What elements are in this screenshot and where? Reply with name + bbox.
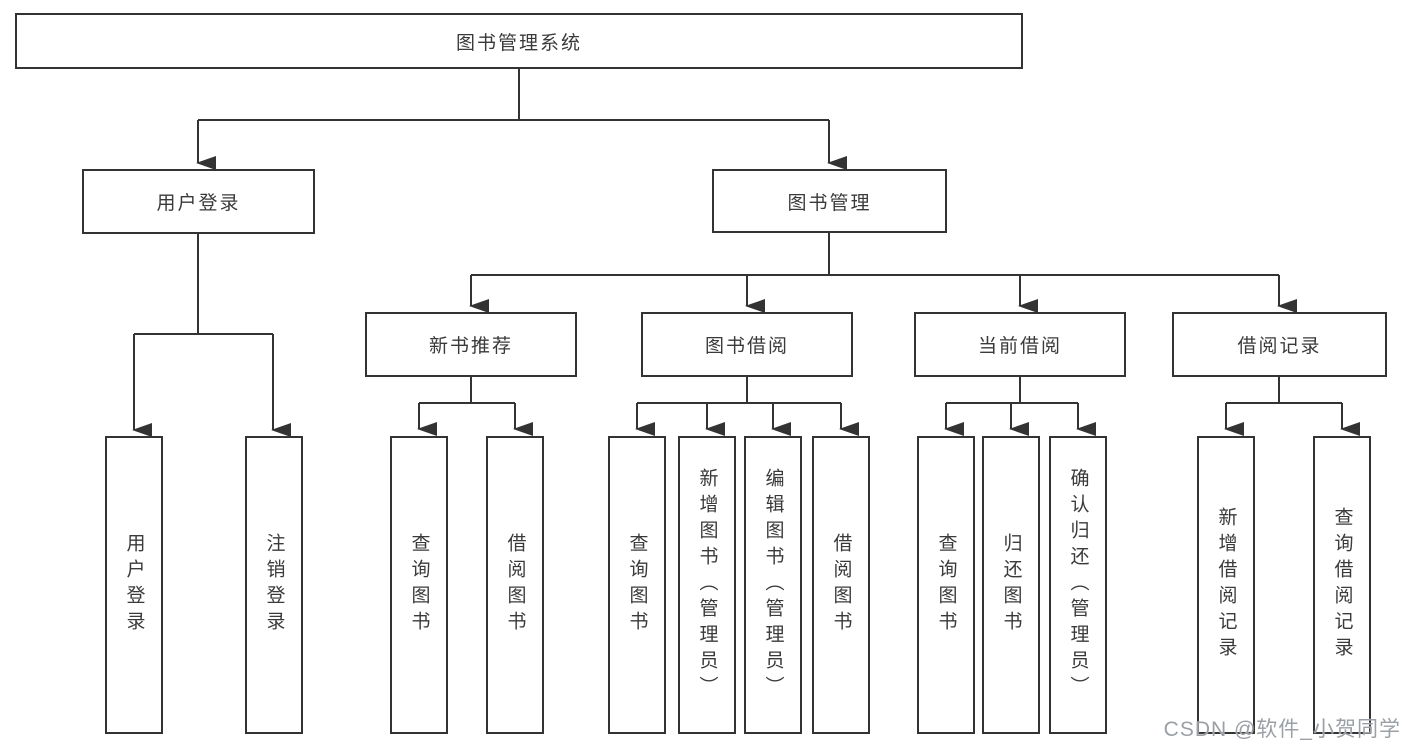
csdn-watermark: CSDN @软件_小贺同学 — [1163, 718, 1401, 741]
leaf-add-book-admin: 新增图书（管理员） — [678, 436, 736, 734]
node-label: 借阅记录 — [1237, 336, 1322, 357]
node-label: 查询图书 — [626, 533, 648, 637]
node-book-management: 图书管理 — [712, 169, 947, 233]
leaf-return-book: 归还图书 — [982, 436, 1040, 734]
node-book-borrow: 图书借阅 — [641, 312, 853, 377]
leaf-user-login: 用户登录 — [105, 436, 163, 734]
leaf-confirm-return-admin: 确认归还（管理员） — [1049, 436, 1107, 734]
node-label: 注销登录 — [263, 533, 285, 637]
leaf-query-book-borrow: 查询图书 — [608, 436, 666, 734]
leaf-borrow-book-recommend: 借阅图书 — [486, 436, 544, 734]
node-label: 用户登录 — [123, 533, 145, 637]
leaf-edit-book-admin: 编辑图书（管理员） — [744, 436, 802, 734]
node-user-login: 用户登录 — [82, 169, 315, 234]
node-current-borrow: 当前借阅 — [914, 312, 1126, 377]
node-label: 编辑图书（管理员） — [762, 468, 784, 702]
node-label: 查询图书 — [408, 533, 430, 637]
node-label: 当前借阅 — [977, 336, 1062, 357]
node-label: 查询借阅记录 — [1331, 507, 1353, 663]
node-label: 借阅图书 — [830, 533, 852, 637]
node-label: 新书推荐 — [428, 336, 513, 357]
node-label: 归还图书 — [1000, 533, 1022, 637]
node-new-book-recommend: 新书推荐 — [365, 312, 577, 377]
node-label: 图书管理系统 — [455, 32, 582, 54]
leaf-add-borrow-record: 新增借阅记录 — [1197, 436, 1255, 734]
node-label: 用户登录 — [156, 193, 241, 214]
leaf-logout: 注销登录 — [245, 436, 303, 734]
leaf-query-book-recommend: 查询图书 — [390, 436, 448, 734]
leaf-query-borrow-record: 查询借阅记录 — [1313, 436, 1371, 734]
node-root-library-system: 图书管理系统 — [15, 13, 1023, 69]
node-label: 借阅图书 — [504, 533, 526, 637]
node-label: 新增图书（管理员） — [696, 468, 718, 702]
leaf-query-book-current: 查询图书 — [917, 436, 975, 734]
node-label: 图书管理 — [787, 192, 872, 214]
node-label: 确认归还（管理员） — [1067, 468, 1089, 702]
node-label: 查询图书 — [935, 533, 957, 637]
node-label: 新增借阅记录 — [1215, 507, 1237, 663]
leaf-borrow-book: 借阅图书 — [812, 436, 870, 734]
node-borrow-record: 借阅记录 — [1172, 312, 1387, 377]
node-label: 图书借阅 — [704, 336, 789, 357]
